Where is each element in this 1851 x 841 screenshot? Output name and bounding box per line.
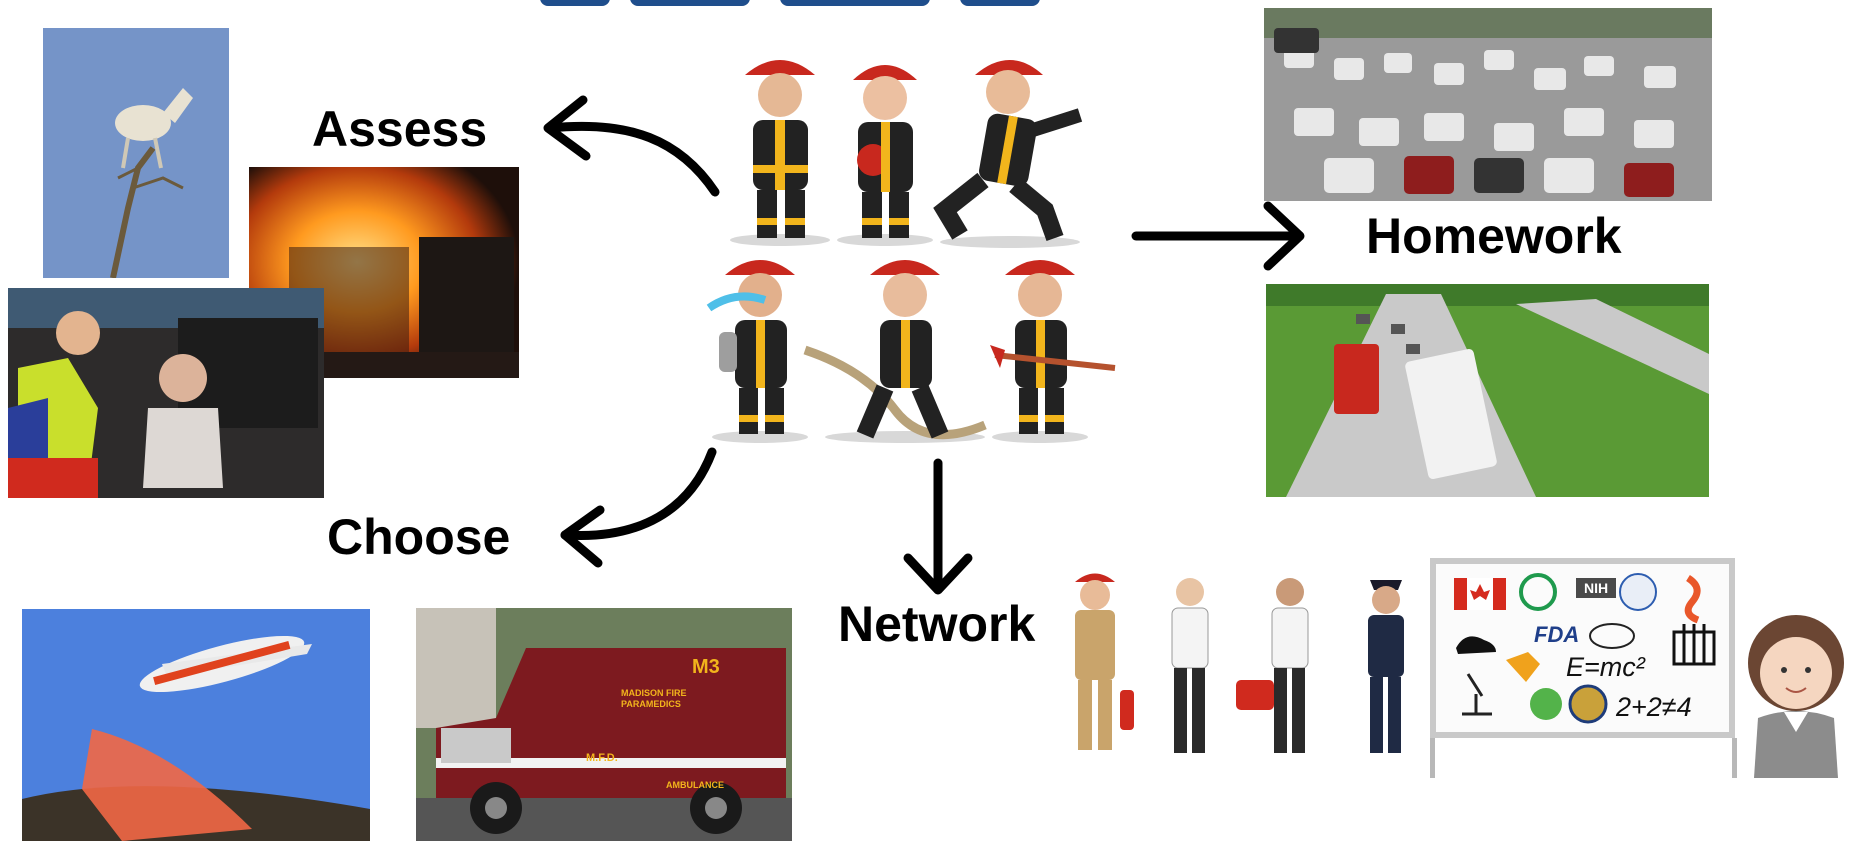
shield-logo-icon: [1506, 652, 1540, 682]
arrow-to-assess: [545, 121, 720, 197]
mouse-icon: [1456, 636, 1496, 654]
ribbon-logo-icon: [1684, 575, 1701, 624]
goat-in-tree-photo: [43, 28, 229, 278]
ambulance-side-text: AMBULANCE: [666, 780, 724, 790]
firefighter-1: [745, 60, 815, 238]
canada-flag-icon: [1454, 578, 1506, 610]
ambulance-bumper-text: M.F.D.: [586, 752, 618, 764]
microscope-icon: [1462, 673, 1492, 716]
whiteboard-leg-left: [1430, 738, 1435, 778]
green-logo-icon: [1519, 573, 1557, 611]
einstein-formula: E=mc²: [1566, 652, 1645, 682]
homework-label: Homework: [1366, 208, 1622, 264]
ambulance-unit-number: M3: [692, 656, 720, 678]
math-formula: 2+2≠4: [1616, 692, 1692, 722]
firefighting-plane-photo: [22, 609, 370, 841]
police-officer-figure: [1368, 580, 1404, 753]
first-responder-helping-victim-photo: [8, 288, 324, 498]
fda-logo: FDA: [1534, 622, 1580, 647]
firefighter-6: [990, 260, 1116, 434]
assess-label: Assess: [312, 101, 488, 157]
ambulance-door-text: MADISON FIRE PARAMEDICS: [621, 688, 687, 709]
arrow-to-choose: [560, 447, 717, 541]
test-tubes-icon: [1672, 624, 1716, 666]
burning-building-photo: [249, 167, 519, 378]
network-label: Network: [838, 596, 1036, 652]
nih-logo: NIH: [1576, 578, 1617, 598]
firefighter-team-illustration: [706, 60, 1116, 443]
emt-figure: [1236, 578, 1309, 753]
science-whiteboard: NIH FDA E=mc² 2+2≠4: [1430, 558, 1735, 738]
traffic-jam-photo: [1264, 8, 1712, 201]
firefighter-2: [853, 65, 917, 238]
paramedic-figure: [1171, 578, 1209, 753]
petri-dish-icon: [1589, 623, 1635, 649]
firefighter-5: [706, 260, 987, 440]
teacher-cartoon: [1748, 615, 1844, 778]
open-highway-photo: [1266, 284, 1709, 497]
whiteboard-leg-right: [1732, 738, 1737, 778]
gold-seal-icon: [1568, 684, 1608, 724]
emergency-responders-illustration: [1075, 573, 1404, 753]
firefighter-3: [933, 60, 1083, 242]
ambulance-photo: M3 MADISON FIRE PARAMEDICS M.F.D. AMBULA…: [416, 608, 792, 841]
leaf-logo-icon: [1530, 688, 1562, 720]
firefighter-4: [719, 260, 795, 434]
firefighter-figure: [1075, 573, 1134, 750]
slide-title-fragment: [470, 0, 1190, 10]
choose-label: Choose: [327, 509, 511, 565]
